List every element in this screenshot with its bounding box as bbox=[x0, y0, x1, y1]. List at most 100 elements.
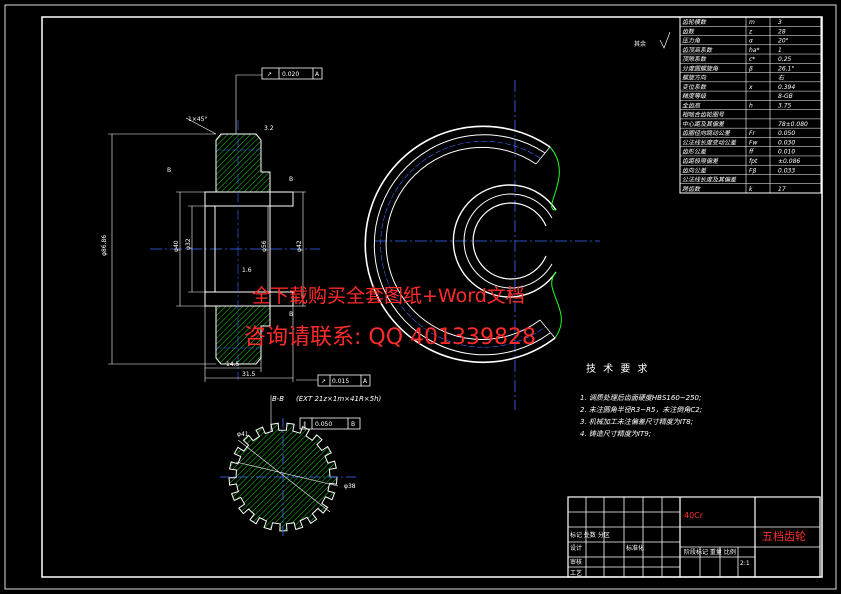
param-name: 齿数 bbox=[682, 27, 695, 35]
title-label-check: 审核 bbox=[570, 558, 582, 566]
outer-frame bbox=[4, 4, 837, 590]
title-scale: 2:1 bbox=[740, 560, 750, 567]
dim-d40: φ40 bbox=[173, 240, 180, 252]
param-value: 0.010 bbox=[778, 149, 795, 156]
param-name: 分度圆螺旋角 bbox=[682, 64, 719, 72]
title-material: 40Cr bbox=[684, 511, 704, 520]
parallel-symbol: ∥ bbox=[303, 421, 306, 428]
param-symbol: m bbox=[749, 19, 755, 26]
inner-frame bbox=[41, 16, 823, 578]
parallel-value: 0.050 bbox=[315, 421, 332, 428]
param-value: 0.394 bbox=[778, 84, 795, 91]
roughness-general-note: 其余 bbox=[634, 40, 646, 48]
param-symbol: ha* bbox=[749, 47, 759, 54]
param-value: 78±0.080 bbox=[778, 121, 808, 128]
param-symbol: Fw bbox=[749, 139, 757, 146]
datum-b-upper: B bbox=[289, 176, 293, 183]
runout-datum-top: A bbox=[315, 71, 320, 78]
watermark-line1: 下载购买全套图纸+Word文档 bbox=[270, 285, 525, 307]
param-value: 0.033 bbox=[778, 167, 795, 174]
param-value: 右 bbox=[778, 74, 785, 82]
outer-arc-2 bbox=[373, 134, 551, 356]
hub-upper bbox=[204, 191, 294, 207]
bore-arc bbox=[472, 202, 547, 280]
hatched-rim-upper bbox=[215, 133, 271, 193]
param-symbol: β bbox=[749, 65, 753, 72]
gear-section-view: ↗ 0.020 A ↗ 0.015 A B B B 1×45° φ86.86 φ… bbox=[101, 67, 371, 387]
param-name: 顶隙系数 bbox=[682, 55, 707, 63]
param-value: 0.25 bbox=[778, 56, 792, 63]
tech-item-2: 2. 未注圆角半径R3~R5，未注倒角C2; bbox=[580, 406, 702, 414]
spline-dim-d41: φ41 bbox=[237, 431, 249, 438]
param-name: 全齿高 bbox=[682, 101, 701, 109]
param-value: 28 bbox=[778, 28, 786, 35]
spline-spec: (EXT 21z×1m×41R×5h) bbox=[296, 395, 382, 403]
param-value: 8-GB bbox=[778, 93, 793, 100]
param-value: 1 bbox=[778, 47, 782, 54]
param-name: 齿顶高系数 bbox=[682, 46, 713, 54]
param-name: 中心距及其偏差 bbox=[682, 120, 725, 128]
tolerance-frame-top: ↗ 0.020 A bbox=[261, 67, 323, 80]
title-label-standard: 标准化 bbox=[626, 544, 644, 552]
pitch-arc bbox=[380, 140, 546, 348]
gear-side-view bbox=[364, 80, 600, 410]
section-label: B-B bbox=[272, 395, 284, 403]
runout-symbol-top: ↗ bbox=[267, 71, 272, 78]
param-symbol: Fβ bbox=[749, 167, 756, 174]
param-name: 齿向公差 bbox=[682, 166, 707, 174]
param-symbol: h bbox=[749, 102, 753, 109]
tech-title: 技 术 要 求 bbox=[586, 362, 650, 375]
root-arc bbox=[385, 146, 541, 340]
dim-tip-diameter: φ86.86 bbox=[101, 235, 108, 256]
tolerance-frame-bottom: ↗ 0.015 A bbox=[317, 374, 371, 387]
param-name: 精度等级 bbox=[682, 92, 707, 100]
datum-b-lower: B bbox=[289, 311, 293, 318]
param-name: 螺旋方向 bbox=[682, 74, 707, 82]
watermark-line2: 咨询请联系: QQ 401339828 bbox=[244, 325, 536, 350]
param-value: 0.050 bbox=[778, 130, 795, 137]
param-symbol: Fr bbox=[749, 130, 755, 137]
tech-item-4: 4. 铸造尺寸精度为IT9; bbox=[580, 430, 651, 438]
runout-symbol-bottom: ↗ bbox=[321, 378, 326, 385]
param-name: 压力角 bbox=[682, 37, 701, 45]
chamfer-label: 1×45° bbox=[188, 116, 207, 123]
param-symbol: k bbox=[749, 186, 753, 193]
dim-d42: φ42 bbox=[296, 240, 303, 252]
hub-lower bbox=[204, 291, 294, 307]
title-label-design: 设计 bbox=[570, 544, 582, 552]
hub-arc-inner bbox=[463, 193, 553, 289]
title-label-stage: 阶段标记 重量 比例 bbox=[684, 548, 736, 556]
dim-d56: φ56 bbox=[261, 240, 268, 252]
param-symbol: fpt bbox=[749, 158, 758, 165]
dim-width-14-5: 14.5 bbox=[226, 361, 240, 368]
param-name: 齿距极限偏差 bbox=[682, 157, 719, 165]
title-block bbox=[567, 496, 821, 578]
tech-item-3: 3. 机械加工未注偏差尺寸精度为IT8; bbox=[580, 418, 693, 426]
datum-b-left: B bbox=[167, 167, 171, 174]
parallel-datum: B bbox=[351, 421, 355, 428]
param-name: 变位系数 bbox=[682, 83, 707, 91]
param-name: 齿圈径向跳动公差 bbox=[682, 129, 731, 137]
cut-curve bbox=[549, 146, 560, 211]
param-name: 公法线长度变动公差 bbox=[682, 138, 737, 146]
param-name: 相啮合齿轮图号 bbox=[682, 111, 725, 119]
roughness-b: 1.6 bbox=[242, 267, 252, 274]
roughness-a: 3.2 bbox=[264, 125, 274, 132]
param-value: 26.1° bbox=[778, 65, 794, 72]
dimension-lines bbox=[108, 74, 318, 382]
param-name: 齿轮模数 bbox=[682, 18, 707, 26]
param-table-frame bbox=[679, 16, 822, 194]
watermark-line1-prefix: 全 bbox=[252, 285, 271, 307]
title-label-mark: 标记 处数 分区 bbox=[570, 531, 610, 539]
param-value: 3.75 bbox=[778, 102, 792, 109]
spline-dim-d38: φ38 bbox=[344, 483, 356, 490]
param-symbol: x bbox=[748, 84, 753, 91]
param-value: 0.030 bbox=[778, 139, 795, 146]
runout-value-top: 0.020 bbox=[282, 71, 299, 78]
outer-arc bbox=[364, 125, 556, 364]
tech-item-1: 1. 调质处理后齿面硬度HBS160~250; bbox=[580, 394, 701, 402]
param-name: 公法线长度及其偏差 bbox=[682, 176, 737, 184]
param-symbol: α bbox=[749, 38, 753, 45]
